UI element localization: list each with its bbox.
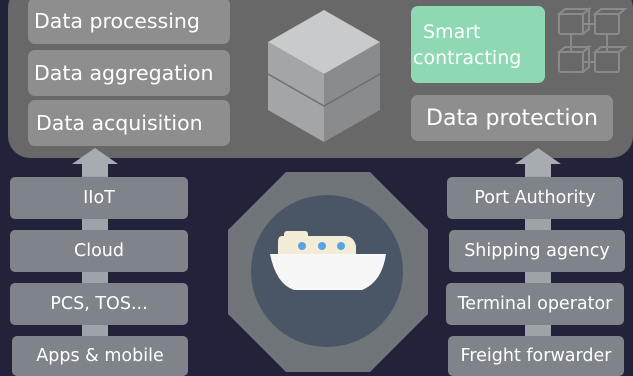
- ship-hub-octagon: [228, 172, 428, 372]
- ship-icon: [270, 231, 386, 290]
- stack-item-apps-mobile: Apps & mobile: [12, 336, 188, 376]
- data-processing-label: Data processing: [34, 9, 200, 33]
- cube-icon: [267, 10, 381, 142]
- data-aggregation-label: Data aggregation: [34, 61, 214, 85]
- left-up-arrow-icon: [72, 148, 118, 178]
- stack-item-label: PCS, TOS...: [50, 294, 148, 314]
- smart-contracting-line2: contracting: [413, 46, 522, 69]
- right-up-arrow-icon: [515, 148, 561, 178]
- data-acquisition-label: Data acquisition: [36, 111, 203, 135]
- data-processing-tile: Data processing: [28, 0, 230, 44]
- stack-item-iiot: IIoT: [10, 177, 188, 219]
- stack-item-label: Shipping agency: [464, 241, 610, 261]
- data-protection-tile: Data protection: [411, 95, 613, 141]
- stack-item-label: Port Authority: [474, 188, 596, 208]
- stack-item-shipping-agency: Shipping agency: [449, 230, 625, 272]
- data-aggregation-tile: Data aggregation: [28, 50, 230, 96]
- data-protection-label: Data protection: [426, 105, 598, 131]
- smart-contracting-line1: Smart: [423, 20, 481, 43]
- stack-item-label: IIoT: [83, 188, 115, 208]
- stack-item-freight-forwarder: Freight forwarder: [448, 336, 624, 376]
- stack-item-label: Apps & mobile: [36, 346, 164, 366]
- stack-item-label: Terminal operator: [457, 294, 613, 314]
- stack-item-label: Cloud: [74, 241, 124, 261]
- smart-contracting-tile: Smart contracting: [411, 6, 545, 83]
- stack-item-port-authority: Port Authority: [447, 177, 623, 219]
- stack-item-terminal-operator: Terminal operator: [446, 283, 624, 325]
- stack-item-pcs-tos: PCS, TOS...: [10, 283, 188, 325]
- data-acquisition-tile: Data acquisition: [28, 100, 230, 146]
- stack-item-label: Freight forwarder: [460, 346, 612, 366]
- blockchain-network-icon: [556, 6, 628, 75]
- stack-item-cloud: Cloud: [10, 230, 188, 272]
